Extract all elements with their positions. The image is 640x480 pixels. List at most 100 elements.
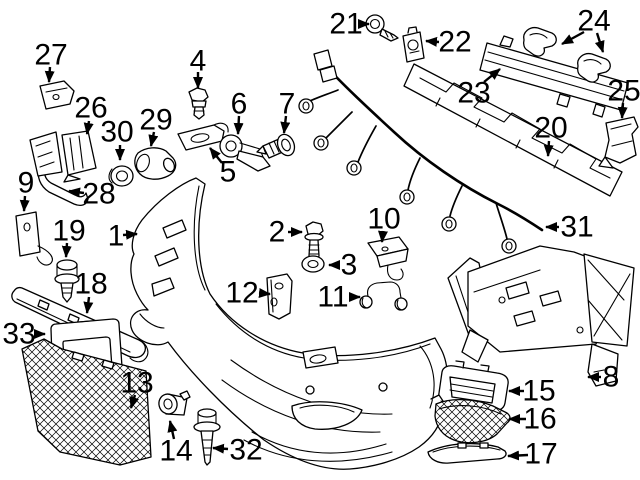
callout-arrow [167,420,178,440]
callout-7[interactable]: 7 [279,88,296,134]
callout-number: 1 [108,220,125,253]
callout-8[interactable]: 8 [587,361,620,394]
callout-11[interactable]: 11 [317,281,361,314]
callout-4[interactable]: 4 [190,45,207,89]
callout-number: 25 [607,75,640,108]
harness-connector [298,98,517,254]
tow-hook-cover [302,346,339,369]
clip-bracket-24b [576,52,611,83]
callout-arrow [507,450,529,461]
callout-9[interactable]: 9 [18,167,35,212]
callout-arrow [61,242,72,258]
callout-number: 10 [367,203,400,236]
callout-number: 17 [524,438,557,471]
callout-number: 2 [269,216,286,249]
callout-13[interactable]: 13 [120,367,154,409]
callout-15[interactable]: 15 [508,375,556,408]
callout-23[interactable]: 23 [457,68,501,110]
callout-number: 30 [100,116,133,149]
callout-number: 12 [225,277,258,310]
callout-28[interactable]: 28 [68,178,116,211]
callout-arrow [617,102,628,119]
callout-arrow [594,32,605,53]
wire-spring-clip-11 [359,281,408,311]
hex-bolt-4 [188,87,209,120]
callout-number: 24 [577,5,610,38]
air-duct [29,130,97,183]
bumper-cover-drawing [130,177,449,470]
callout-arrow [483,68,501,83]
callout-arrow [543,140,554,157]
callout-number: 3 [341,249,358,282]
callout-30[interactable]: 30 [100,116,134,161]
mount-bracket-10 [367,236,409,281]
callout-number: 27 [34,39,67,72]
callout-33[interactable]: 33 [2,318,46,351]
hex-bolt-2 [304,221,324,261]
callout-arrow [209,147,223,164]
callout-2[interactable]: 2 [269,216,303,249]
callout-12[interactable]: 12 [225,277,271,310]
parktronic-hole [378,382,388,392]
callout-number: 19 [52,215,85,248]
callout-number: 7 [279,88,296,121]
callout-number: 32 [229,434,262,467]
callout-number: 5 [220,156,237,189]
callout-27[interactable]: 27 [34,39,68,83]
sensor-bracket-5 [177,122,229,151]
callout-10[interactable]: 10 [367,203,401,243]
side-mesh-grille [430,394,511,444]
callout-arrow [148,131,159,147]
small-mount-bracket [39,80,75,110]
callout-arrow [83,296,94,314]
callout-29[interactable]: 29 [139,104,173,147]
callout-number: 23 [457,77,490,110]
callout-3[interactable]: 3 [328,249,358,282]
callout-number: 18 [74,268,107,301]
callout-arrow [280,115,291,134]
callout-26[interactable]: 26 [74,92,108,135]
callout-24[interactable]: 24 [561,5,611,53]
callout-number: 8 [603,361,620,394]
callout-number: 4 [190,45,207,78]
callout-20[interactable]: 20 [534,112,568,157]
callout-arrow [425,36,440,47]
callout-arrow [129,394,140,409]
callout-arrow [258,288,271,298]
clip-bracket-24a [522,26,557,57]
callout-arrow [68,187,85,198]
callout-16[interactable]: 16 [508,403,557,436]
callout-number: 20 [534,112,567,145]
callout-number: 29 [139,104,172,137]
callout-31[interactable]: 31 [545,211,594,244]
callout-17[interactable]: 17 [507,438,558,471]
callout-arrow [561,30,585,46]
end-bracket-25 [598,116,639,169]
callout-6[interactable]: 6 [231,88,248,135]
callout-arrow [212,443,229,454]
callout-1[interactable]: 1 [108,220,138,253]
callout-14[interactable]: 14 [159,420,193,468]
callout-19[interactable]: 19 [52,215,86,258]
callout-5[interactable]: 5 [209,147,237,189]
callout-21[interactable]: 21 [329,8,370,41]
callout-32[interactable]: 32 [212,434,263,467]
callout-arrow [83,120,94,135]
push-rivet [54,259,80,303]
callout-18[interactable]: 18 [74,268,108,314]
outside-temp-sensor [158,390,191,416]
callout-22[interactable]: 22 [425,26,472,59]
push-pin-fastener [193,408,221,466]
callout-number: 31 [560,211,593,244]
callout-25[interactable]: 25 [607,75,640,119]
callout-arrow [44,66,55,83]
headlamp-support-bracket-8 [447,245,635,387]
callout-number: 11 [317,281,348,314]
bumper-reinforcement-bar [479,35,629,118]
lower-trim-strip [427,442,507,464]
callout-number: 21 [329,8,362,41]
parktronic-hole [305,385,315,395]
